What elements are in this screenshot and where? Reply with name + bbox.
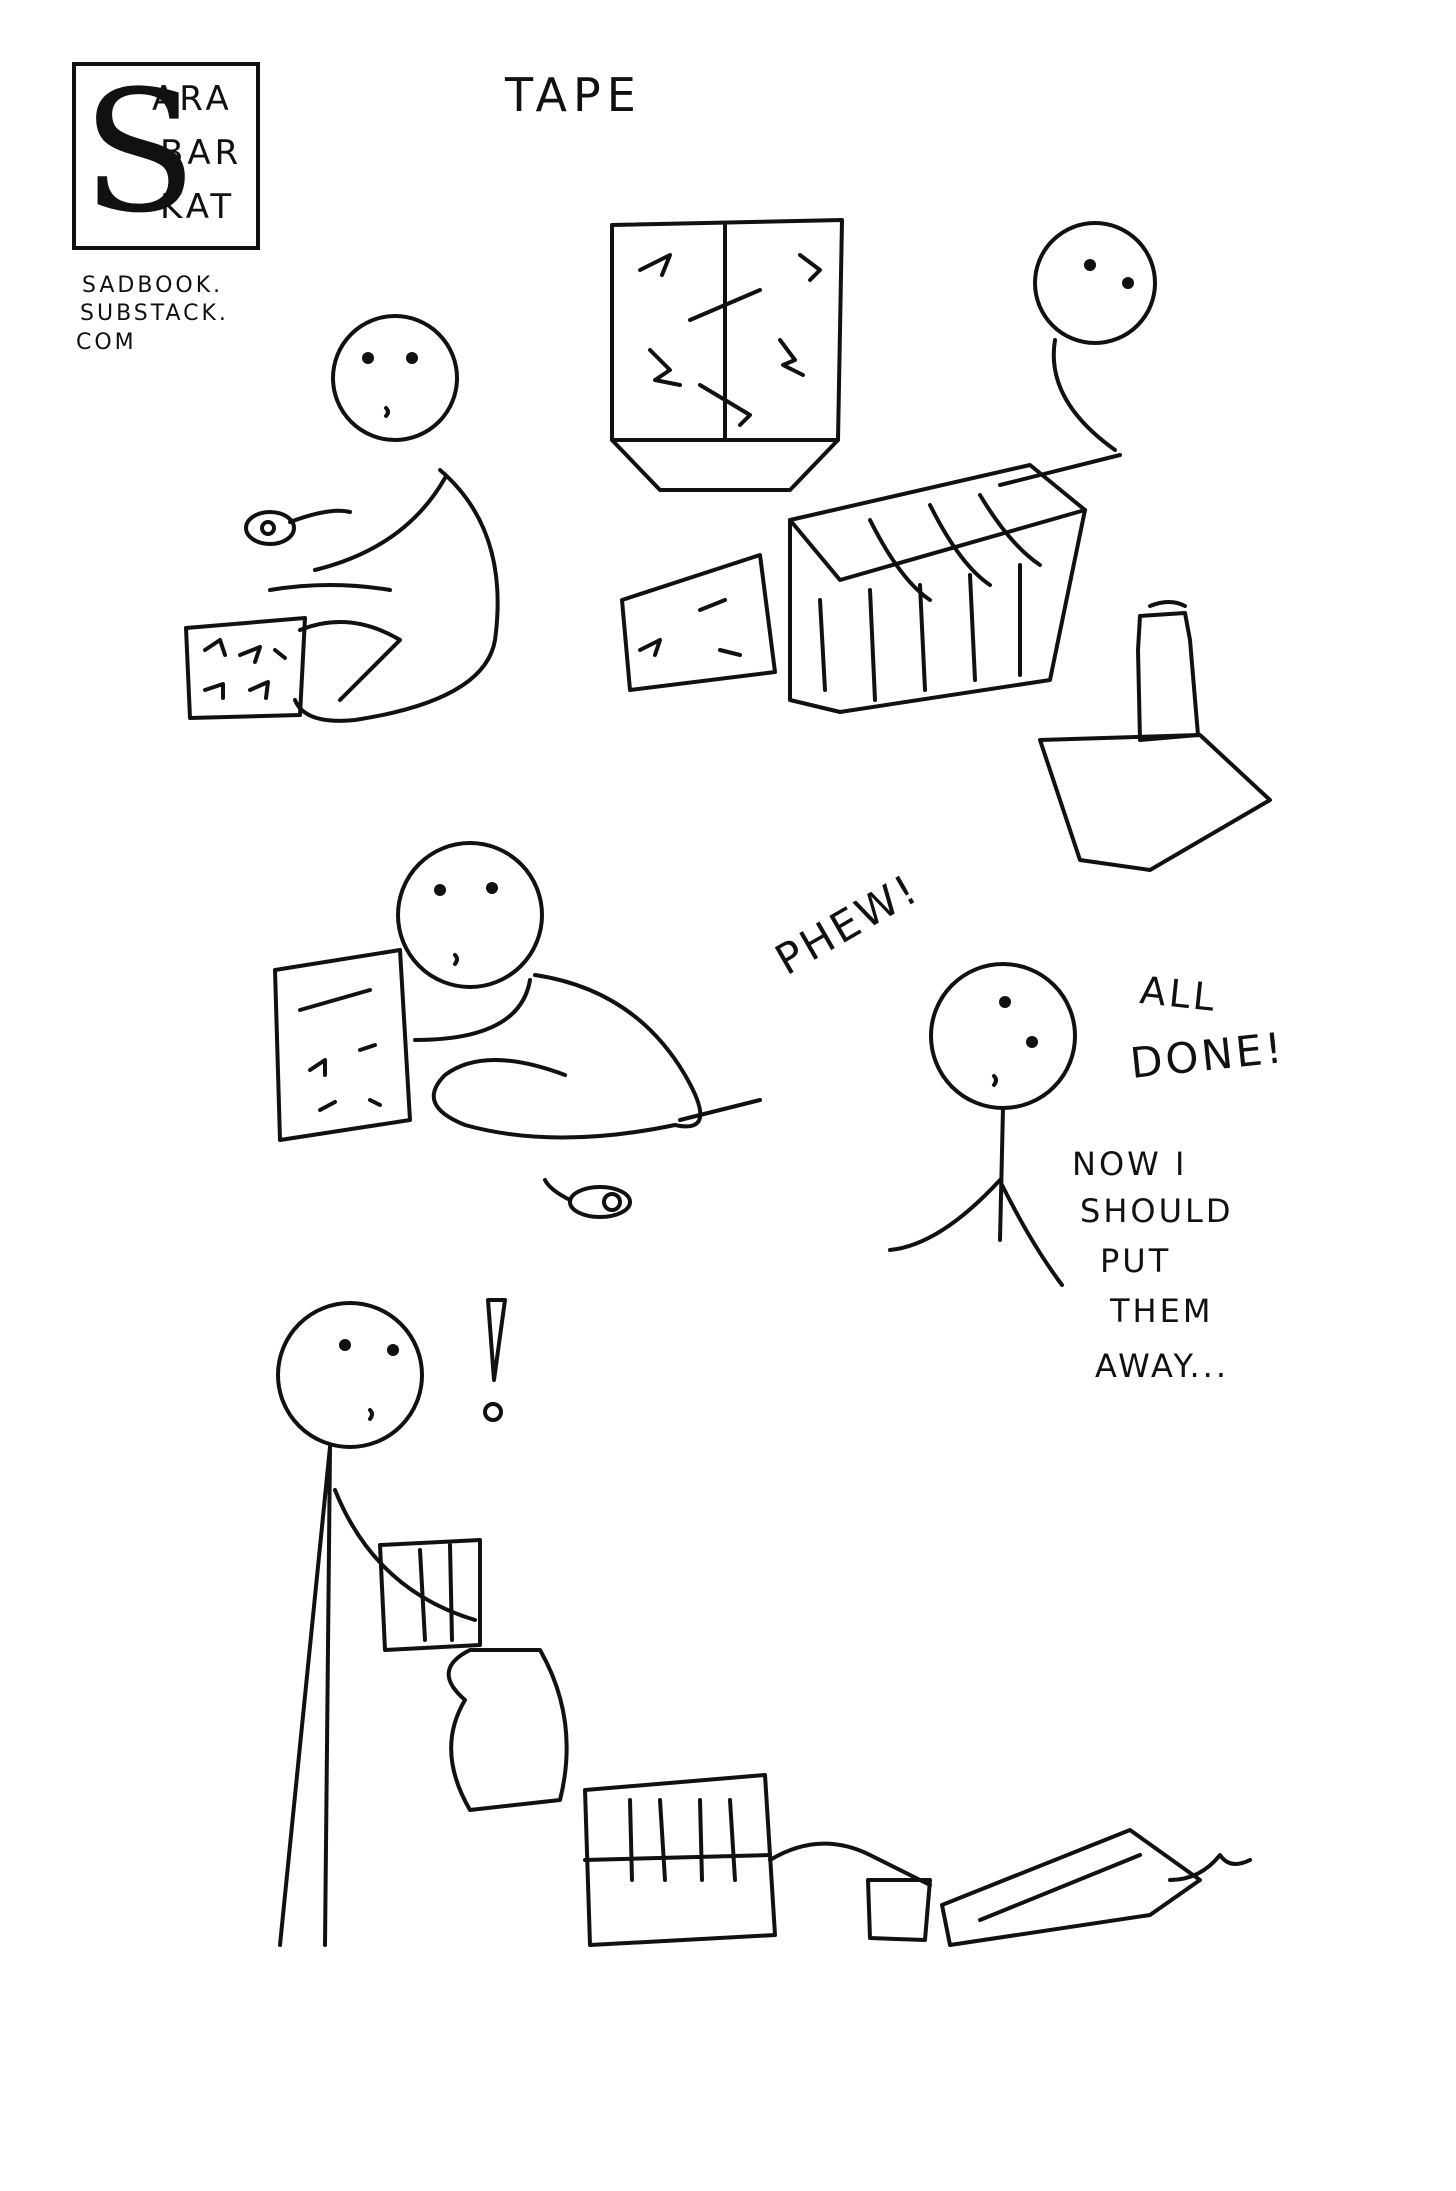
small-gift-box bbox=[184, 616, 307, 720]
held-box bbox=[378, 1538, 482, 1652]
figure-arm bbox=[333, 1488, 477, 1622]
figure-eye bbox=[339, 1339, 351, 1351]
stack-box bbox=[583, 1773, 777, 1947]
tape-roll-center bbox=[260, 520, 276, 536]
caption-put-away-line-1: NOW I bbox=[1072, 1145, 1188, 1183]
tape-strip bbox=[288, 508, 352, 524]
figure-leg bbox=[278, 1445, 332, 1947]
figure-mouth bbox=[992, 1074, 998, 1087]
tree-pattern bbox=[638, 253, 822, 387]
figure-eye bbox=[387, 1344, 399, 1356]
caption-all-done-line-1: ALL bbox=[1137, 968, 1220, 1020]
cloth-sheet bbox=[1038, 733, 1272, 872]
wrapped-gift bbox=[273, 948, 412, 1142]
caption-put-away-line-4: THEM bbox=[1110, 1292, 1214, 1330]
gift-pattern bbox=[203, 638, 287, 700]
figure-head bbox=[396, 841, 544, 989]
panel-tired-figure bbox=[273, 841, 762, 1219]
caption-put-away-line-2: SHOULD bbox=[1080, 1192, 1234, 1230]
website-line-2: SUBSTACK. bbox=[80, 301, 229, 326]
figure-head bbox=[1033, 221, 1157, 345]
tape-strip bbox=[543, 1178, 572, 1202]
logo-line-2: BAR bbox=[160, 133, 243, 173]
logo-initial: S bbox=[82, 54, 198, 250]
figure-arm bbox=[998, 453, 1122, 487]
exclamation-dot bbox=[483, 1402, 503, 1422]
paper-bottom bbox=[610, 438, 840, 492]
panel-all-done bbox=[888, 962, 1077, 1287]
bag-gift bbox=[446, 1648, 569, 1812]
jar-lid bbox=[1148, 600, 1187, 608]
figure-mouth bbox=[368, 1408, 374, 1421]
tape-strand bbox=[678, 1098, 762, 1122]
figure-mouth bbox=[453, 953, 459, 966]
flat-gift-pattern bbox=[638, 598, 742, 657]
panel-wrapping-small-gift bbox=[184, 314, 500, 723]
figure-eye bbox=[434, 884, 446, 896]
figure-body bbox=[293, 468, 500, 723]
stack-box-stripes bbox=[583, 1798, 772, 1882]
figure-body bbox=[431, 973, 703, 1140]
ribbon bbox=[768, 1841, 932, 1887]
figure-arm bbox=[888, 1178, 1002, 1252]
figure-eye bbox=[1026, 1036, 1038, 1048]
panel-wrapping-large-box bbox=[610, 218, 1272, 872]
figure-eye bbox=[406, 352, 418, 364]
figure-leg bbox=[323, 1445, 332, 1947]
figure-arm bbox=[413, 978, 532, 1042]
gift-pattern bbox=[298, 988, 382, 1112]
website-line-1: SADBOOK. bbox=[82, 273, 224, 298]
comic-title: TAPE bbox=[505, 68, 642, 122]
figure-eye bbox=[486, 882, 498, 894]
tape-dispenser bbox=[568, 1185, 632, 1219]
logo-line-3: KAT bbox=[160, 187, 236, 227]
figure-head bbox=[929, 962, 1077, 1110]
figure-head bbox=[276, 1301, 424, 1449]
website-line-3: COM bbox=[76, 330, 137, 355]
caption-put-away-line-3: PUT bbox=[1100, 1242, 1172, 1280]
figure-eye bbox=[362, 352, 374, 364]
small-box bbox=[866, 1878, 932, 1942]
flat-gift bbox=[620, 553, 777, 692]
tape-end bbox=[1168, 1853, 1252, 1882]
glass-jar bbox=[1136, 611, 1200, 742]
figure-body bbox=[1051, 338, 1117, 452]
held-box-stripes bbox=[418, 1543, 454, 1642]
tape-dispenser bbox=[244, 510, 296, 546]
caption-put-away-line-5: AWAY... bbox=[1095, 1347, 1230, 1385]
figure-body bbox=[998, 1106, 1005, 1242]
figure-eye bbox=[1084, 259, 1096, 271]
exclamation-mark bbox=[486, 1298, 507, 1382]
figure-arm bbox=[313, 476, 447, 572]
flat-box-stripes bbox=[978, 1853, 1142, 1922]
box-stripes bbox=[818, 493, 1042, 702]
tape-strips bbox=[688, 288, 762, 427]
figure-eye bbox=[1122, 277, 1134, 289]
figure-mouth bbox=[384, 406, 390, 418]
wrapping-paper-sheet bbox=[298, 620, 402, 702]
large-box-body bbox=[788, 508, 1087, 714]
figure-arm bbox=[268, 583, 392, 592]
figure-eye bbox=[999, 996, 1011, 1008]
tape-roll-center bbox=[602, 1192, 622, 1212]
logo-line-1: ARA bbox=[152, 79, 233, 119]
figure-head bbox=[331, 314, 459, 442]
panel-surprised-figure bbox=[276, 1298, 1252, 1947]
figure-arm bbox=[1000, 1183, 1064, 1287]
flat-box bbox=[940, 1828, 1202, 1947]
artist-logo: S ARA BAR KAT bbox=[72, 62, 260, 250]
